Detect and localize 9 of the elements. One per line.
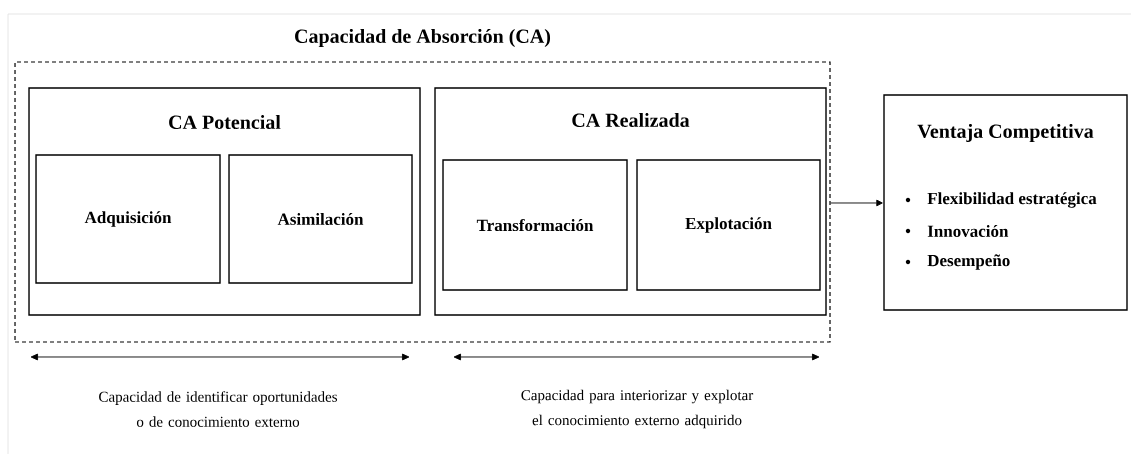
result-box: Ventaja Competitiva Flexibilidad estratégica Innovación Desempeño bbox=[883, 94, 1128, 311]
arrow bbox=[830, 199, 883, 207]
process-box: Explotación bbox=[636, 159, 821, 291]
process-box: Transformación bbox=[442, 159, 628, 291]
caption-text: Capacidad para interiorizar y explotar el conocimiento externo adquirido bbox=[521, 389, 754, 429]
process-box: Asimilación bbox=[228, 154, 413, 284]
node-label: Capacidad de Absorción (CA) bbox=[295, 28, 551, 48]
caption-text: Capacidad de identificar oportunidades o de conocimiento externo bbox=[99, 391, 337, 427]
process-box: Adquisición bbox=[35, 154, 221, 284]
